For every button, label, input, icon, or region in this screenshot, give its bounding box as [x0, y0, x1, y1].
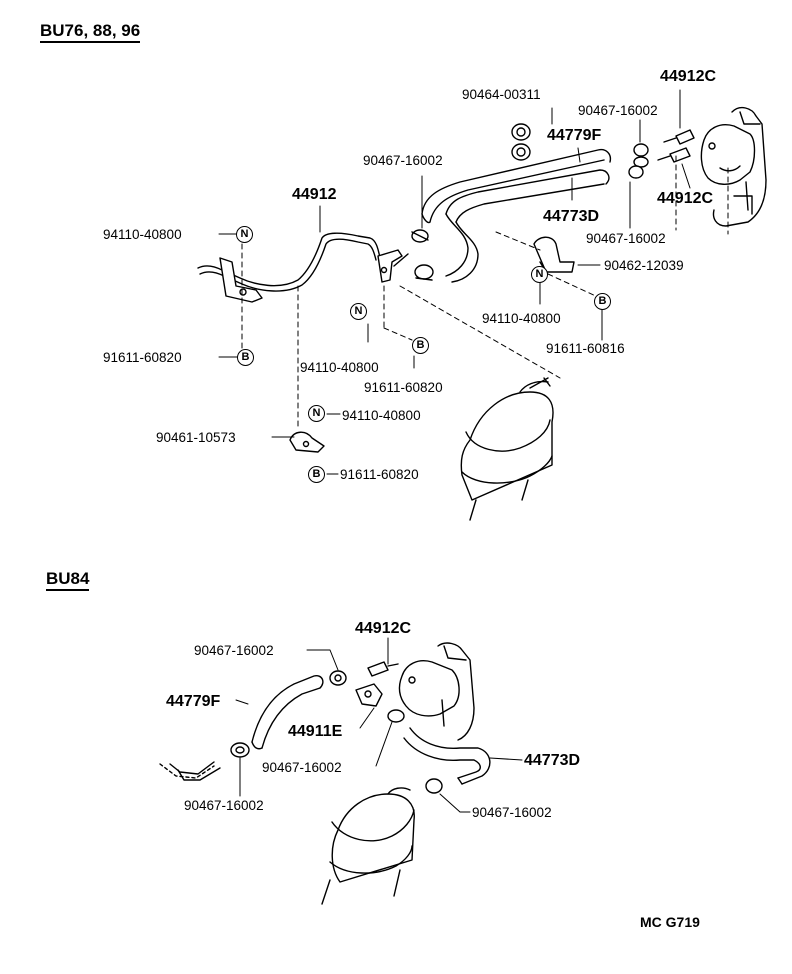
- valve-assembly-bottom: [399, 643, 474, 740]
- bolt-marker-b: B: [412, 337, 429, 354]
- part-number-90467-a: 90467-16002: [578, 103, 658, 118]
- nut-marker-d: N: [308, 405, 325, 422]
- valve-assembly-top: [701, 108, 766, 226]
- part-number-90467-bottom-c: 90467-16002: [184, 798, 264, 813]
- pipe-44912: [198, 233, 408, 302]
- clamp-bottom-1: [330, 671, 346, 685]
- part-number-90467-bottom-b: 90467-16002: [262, 760, 342, 775]
- part-number-44779f: 44779F: [547, 127, 602, 144]
- clamp-bottom-3: [231, 743, 249, 757]
- clamp-top-1: [412, 230, 428, 242]
- part-number-44912: 44912: [292, 186, 337, 203]
- hose-44773d-bottom: [404, 728, 490, 784]
- hose-44779f: [422, 150, 610, 223]
- clamp-top-2: [415, 265, 433, 280]
- figure-code: MC G719: [640, 914, 700, 930]
- part-number-90464-00311: 90464-00311: [462, 87, 541, 102]
- part-number-44912c-b: 44912C: [657, 190, 714, 207]
- bolt-marker-c: B: [237, 349, 254, 366]
- leader-lines-top: [219, 90, 690, 474]
- nut-marker-c: N: [350, 303, 367, 320]
- part-number-94110-d: 94110-40800: [342, 408, 421, 423]
- clamp-top-3: [634, 144, 648, 167]
- part-number-94110-b: 94110-40800: [482, 311, 561, 326]
- clamp-top-4: [629, 166, 643, 178]
- part-number-94110-a: 94110-40800: [103, 227, 182, 242]
- part-number-90467-bottom-a: 90467-16002: [194, 643, 274, 658]
- part-number-44773d: 44773D: [543, 208, 600, 225]
- check-valve-44912c-a: [664, 130, 694, 144]
- part-number-44912c-bottom: 44912C: [355, 620, 412, 637]
- part-number-90461: 90461-10573: [156, 430, 236, 445]
- part-number-44773d-bottom: 44773D: [524, 752, 581, 769]
- reservoir-tank-top: [461, 378, 553, 520]
- nut-marker-a: N: [236, 226, 253, 243]
- check-valve-44912c-b: [658, 148, 690, 162]
- check-valve-44912c-bottom: [368, 662, 398, 676]
- section-header-bottom: BU84: [46, 570, 90, 591]
- part-number-94110-c: 94110-40800: [300, 360, 379, 375]
- bracket-90461: [290, 432, 324, 452]
- fitting-44911e: [356, 684, 382, 706]
- part-number-44779f-bottom: 44779F: [166, 693, 221, 710]
- bolt-marker-d: B: [308, 466, 325, 483]
- bolt-marker-a: B: [594, 293, 611, 310]
- clamp-bottom-2: [388, 710, 404, 722]
- nut-marker-b: N: [531, 266, 548, 283]
- reservoir-tank-bottom: [322, 788, 414, 904]
- section-header-top: BU76, 88, 96: [40, 22, 141, 43]
- part-number-90467-b: 90467-16002: [363, 153, 443, 168]
- pipe-bottom-left: [160, 762, 220, 780]
- part-number-44911e: 44911E: [288, 723, 343, 740]
- hose-44773d: [446, 170, 609, 282]
- part-number-91611-c: 91611-60820: [364, 380, 443, 395]
- clamp-bottom-4: [426, 779, 442, 793]
- leader-lines-bottom: [236, 638, 522, 812]
- part-number-91611-d: 91611-60820: [340, 467, 419, 482]
- grommet-90464: [512, 124, 530, 160]
- part-number-90462: 90462-12039: [604, 258, 684, 273]
- part-number-90467-c: 90467-16002: [586, 231, 666, 246]
- part-number-44912c-a: 44912C: [660, 68, 717, 85]
- part-number-90467-bottom-d: 90467-16002: [472, 805, 552, 820]
- part-number-91611-a: 91611-60816: [546, 341, 625, 356]
- part-number-91611-b: 91611-60820: [103, 350, 182, 365]
- hose-44779f-bottom: [252, 676, 323, 749]
- reference-lines-top: [242, 156, 728, 430]
